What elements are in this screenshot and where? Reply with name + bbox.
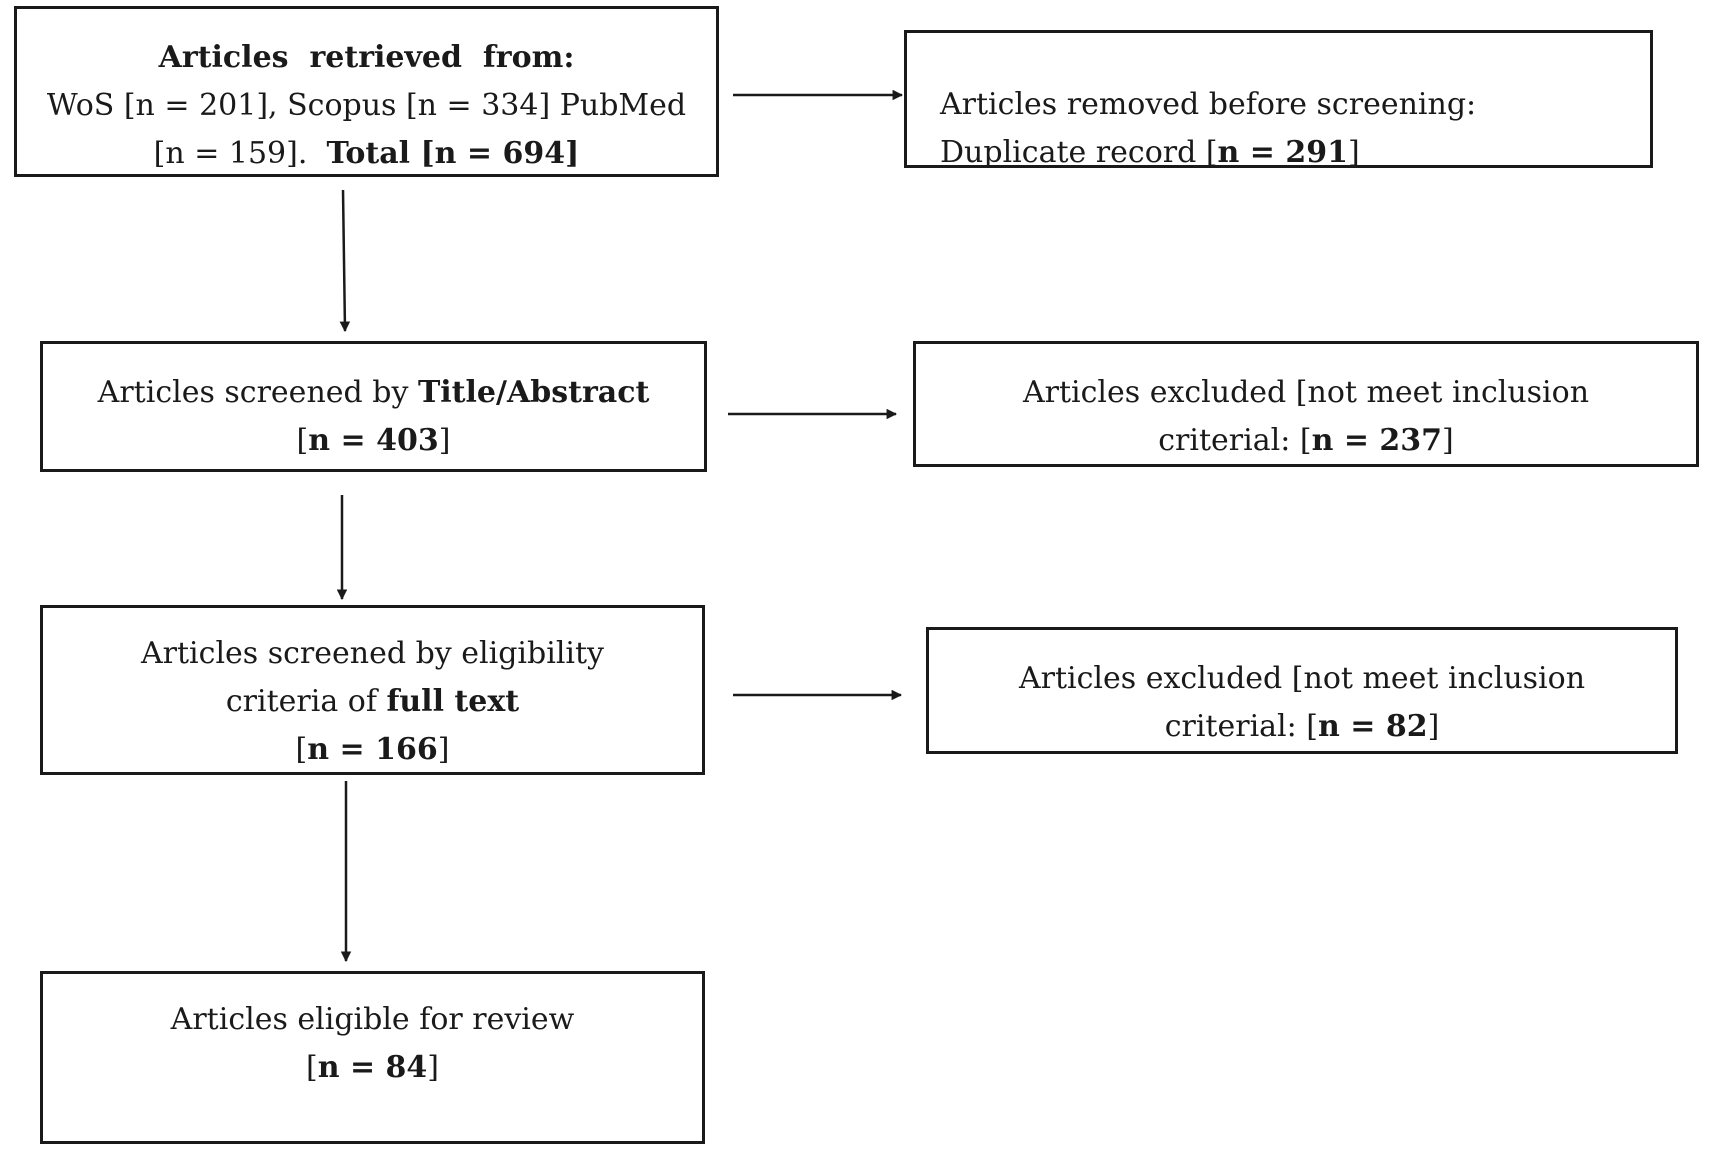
text: ] [1442,423,1454,458]
box-excluded-inclusion-1: Articles excluded [not meet inclusion cri… [913,341,1699,467]
box-text-line: Articles retrieved from: [159,34,575,82]
box-text-line: Articles screened by eligibility [141,630,604,678]
box-screened-title-abstract: Articles screened by Title/Abstract[n = … [40,341,707,472]
box-articles-removed: Articles removed before screening: Duplic… [904,30,1653,170]
text: Articles eligible for review [170,1002,575,1037]
text: [ [305,1050,318,1085]
text: Articles screened by [97,375,418,410]
text: [n = 159]. [153,136,327,171]
bold-text: n = 237 [1311,423,1443,458]
text: criterial: [ [1164,709,1318,744]
box-text-line: [n = 159]. Total [n = 694] [154,130,580,178]
bold-text: n = 84 [317,1050,428,1085]
text: [ [295,732,308,767]
text: ] [1348,135,1360,170]
box-text-line: criterial: [n = 82] [1165,703,1440,751]
text: ] [437,732,450,767]
box-text-line: Duplicate record [n = 291] [940,129,1360,177]
bold-text: Title/Abstract [417,375,650,410]
bold-text: n = 166 [307,732,438,767]
text: ] [1427,709,1440,744]
box-text-line: Articles removed before screening: [940,81,1476,129]
box-text-line: Articles eligible for review [171,996,575,1044]
box-text-line: [n = 84] [306,1044,439,1092]
box-text-line: criteria of full text [226,678,519,726]
text: Articles excluded [not meet inclusion [1022,375,1590,410]
text: ] [427,1050,440,1085]
text: Duplicate record [ [940,135,1218,170]
bold-text: n = 291 [1217,135,1349,170]
box-text-line: Articles excluded [not meet inclusion [1023,369,1589,417]
box-text-line: [n = 403] [297,417,451,465]
box-text-line: criterial: [n = 237] [1158,417,1454,465]
text: criterial: [ [1158,423,1312,458]
box-text-line: [n = 166] [296,726,450,774]
text: Articles removed before screening: [940,87,1477,122]
bold-text: full text [386,684,520,719]
arrow-to-screened-title [339,189,351,333]
text: ] [438,423,451,458]
box-text-line: Articles excluded [not meet inclusion [1019,655,1585,703]
box-excluded-inclusion-2: Articles excluded [not meet inclusion cri… [926,627,1678,754]
text: WoS [n = 201], Scopus [n = 334] PubMed [46,88,687,123]
box-articles-eligible: Articles eligible for review [n = 84] [40,971,705,1144]
bold-text: n = 82 [1318,709,1428,744]
box-articles-retrieved: Articles retrieved from: WoS [n = 201], S… [14,6,719,177]
box-text-line: WoS [n = 201], Scopus [n = 334] PubMed [47,82,686,130]
box-screened-full-text: Articles screened by eligibility criteria… [40,605,705,775]
bold-text: Articles retrieved from: [158,40,575,75]
bold-text: n = 403 [308,423,439,458]
text: [ [296,423,309,458]
bold-text: Total [n = 694] [326,136,580,171]
box-text-line: Articles screened by Title/Abstract [98,369,650,417]
text: Articles screened by eligibility [140,636,605,671]
text: Articles excluded [not meet inclusion [1018,661,1586,696]
text: criteria of [225,684,387,719]
